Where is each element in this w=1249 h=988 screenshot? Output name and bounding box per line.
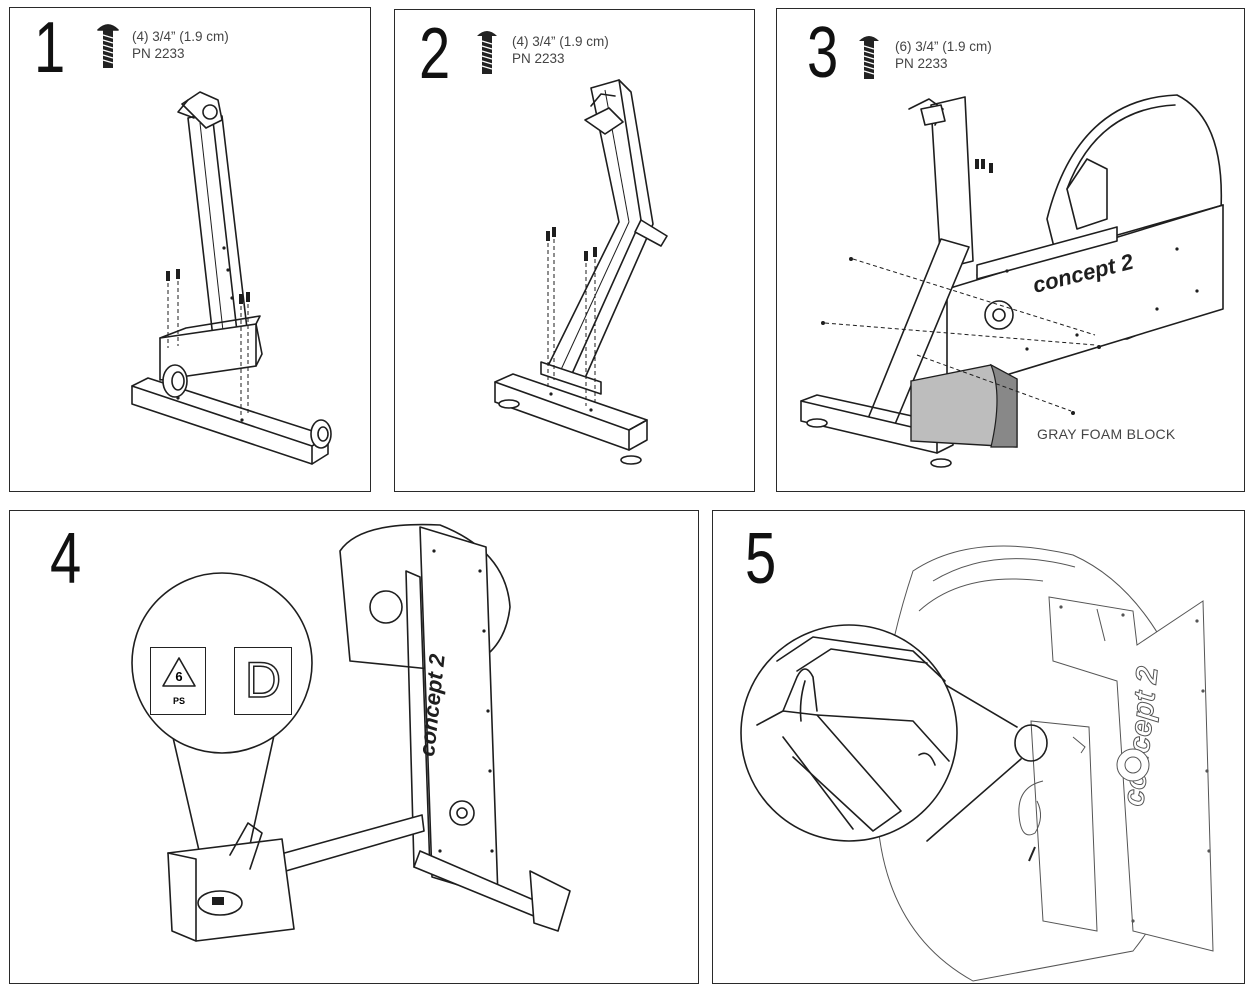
hardware-spec: (6) 3/4” (1.9 cm) PN 2233 xyxy=(895,38,992,72)
step-2-number: 2 xyxy=(419,14,451,94)
recycle-code: 6 xyxy=(175,669,182,684)
screw-icon xyxy=(859,36,879,79)
screw-icon xyxy=(97,24,119,68)
recycle-symbol: 6 PS xyxy=(150,647,206,715)
step-2-panel: 2 (4) 3/4” (1.9 cm) PN 2233 xyxy=(394,9,755,492)
step-2-illustration xyxy=(494,79,668,465)
step-1-panel: 1 (4) 3/4” (1.9 cm) PN 2233 xyxy=(9,7,371,492)
step-5-illustration: concept 2 xyxy=(740,545,1214,982)
hardware-part-number: PN 2233 xyxy=(512,51,565,66)
letter-symbol: D xyxy=(234,647,292,715)
recycle-material: PS xyxy=(173,696,185,706)
hardware-spec: (4) 3/4” (1.9 cm) PN 2233 xyxy=(132,28,229,62)
step-3-panel: 3 (6) 3/4” (1.9 cm) PN 2233 concept 2 xyxy=(776,8,1245,492)
step-5-number: 5 xyxy=(745,519,777,599)
step-1-illustration xyxy=(131,91,332,465)
hardware-qty-size: (4) 3/4” (1.9 cm) xyxy=(132,29,229,44)
letter-d: D xyxy=(244,651,282,709)
step-4-number: 4 xyxy=(50,519,82,599)
hardware-part-number: PN 2233 xyxy=(895,56,948,71)
hardware-part-number: PN 2233 xyxy=(132,46,185,61)
hardware-qty-size: (6) 3/4” (1.9 cm) xyxy=(895,39,992,54)
step-3-number: 3 xyxy=(807,13,839,93)
screw-icon xyxy=(477,31,497,74)
hardware-qty-size: (4) 3/4” (1.9 cm) xyxy=(512,34,609,49)
step-5-panel: 5 concept 2 xyxy=(712,510,1245,984)
foam-block-callout: GRAY FOAM BLOCK xyxy=(1037,426,1176,442)
step-1-number: 1 xyxy=(34,8,66,88)
step-3-illustration: concept 2 xyxy=(800,94,1224,468)
recycle-icon: 6 PS xyxy=(162,657,196,706)
hardware-spec: (4) 3/4” (1.9 cm) PN 2233 xyxy=(512,33,609,67)
step-4-illustration: concept 2 xyxy=(131,523,571,942)
step-4-panel: 4 concept 2 6 PS xyxy=(9,510,699,984)
